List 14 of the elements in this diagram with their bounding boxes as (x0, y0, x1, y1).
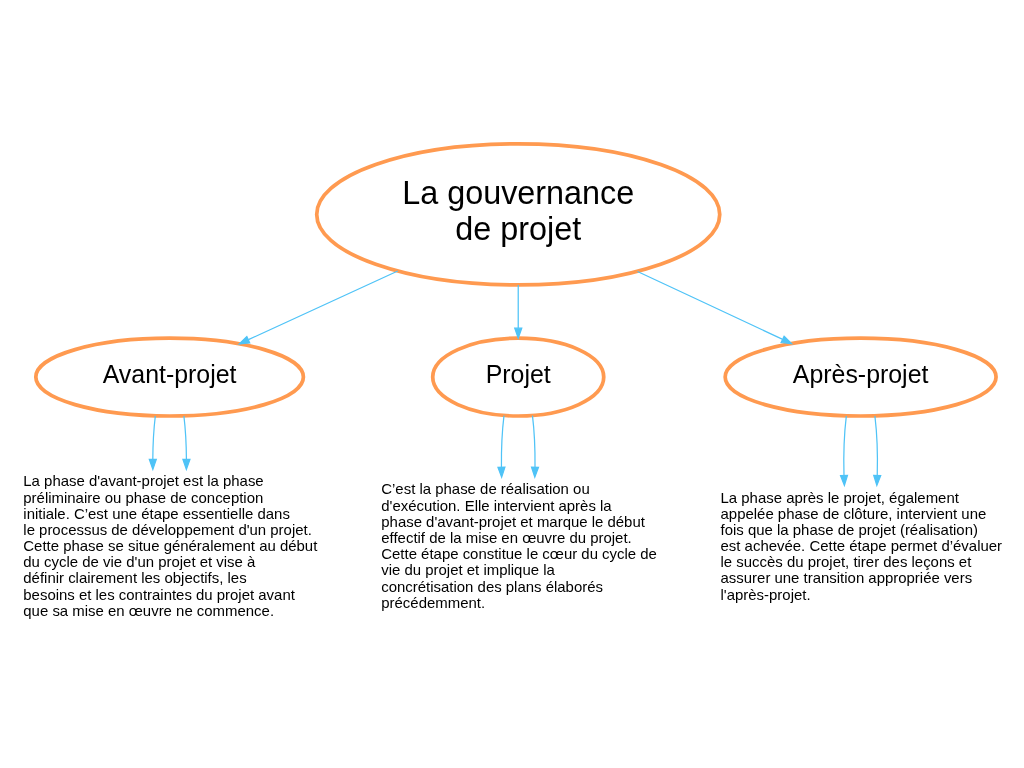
arrow (839, 414, 849, 487)
node-text: La phase après le projet, également appelée phase de clôture, intervient une fois que la phase de projet (réalisation) est achevée. Cette étape permet d’évaluer le succès du projet, tirer des leçons et assurer une transition appropriée vers l'après-projet. (720, 488, 1003, 603)
arrow (636, 270, 794, 344)
arrow (182, 414, 191, 471)
node-ellipse: La gouvernance de projet (314, 141, 722, 287)
arrow (513, 283, 523, 340)
node-text: La phase d'avant-projet est la phase préliminaire ou phase de conception initiale. C’est une étape essentielle dans le processus de développement d'un projet. Cette phase se situe généralement au début du cycle de vie d'un projet et vise à définir clairement les objectifs, les besoins et les contraintes du projet avant que sa mise en œuvre ne commence. (23, 471, 318, 619)
arrow (530, 414, 540, 479)
node-text: C’est la phase de réalisation ou d'exécution. Elle intervient après la phase d'avant-projet et marque le début effectif de la mise en œuvre du projet. Cette étape constitue le cœur du cycle de vie du projet et implique la concrétisation des plans élaborés précédemment. (381, 479, 657, 611)
arrow (237, 269, 399, 345)
node-ellipse: Projet (430, 335, 606, 418)
arrow (497, 414, 506, 479)
arrow (872, 414, 882, 487)
arrow (148, 414, 158, 471)
